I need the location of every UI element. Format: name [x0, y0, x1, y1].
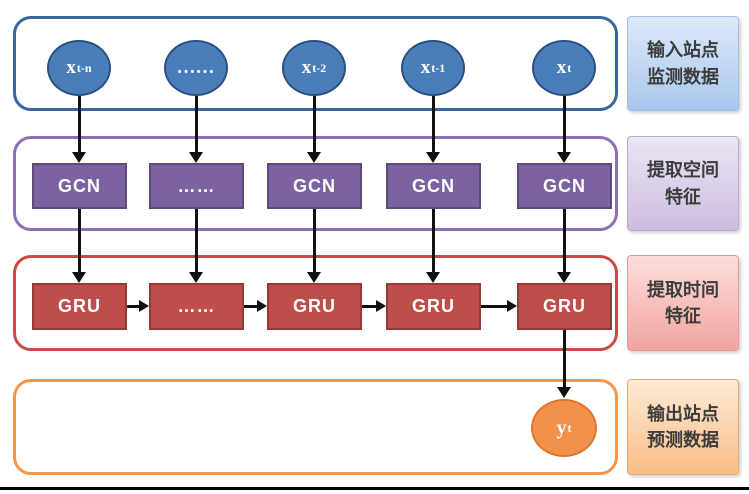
- arrow-right-icon: [362, 300, 386, 312]
- input-node-ellipsis: ……: [164, 40, 228, 96]
- side-label-line: 输出站点: [647, 403, 719, 424]
- gru-box-ellipsis: ……: [149, 283, 244, 330]
- node-label: x: [66, 57, 76, 78]
- gru-box-4: GRU: [386, 283, 481, 330]
- gcn-box-5: GCN: [517, 163, 612, 209]
- arrow-down-icon: [307, 96, 321, 163]
- arrow-down-icon: [557, 96, 571, 163]
- gru-box-5: GRU: [517, 283, 612, 330]
- arrow-down-icon: [189, 209, 203, 283]
- side-label-line: 监测数据: [647, 66, 719, 87]
- arrow-down-icon: [426, 209, 440, 283]
- node-label: ……: [176, 57, 215, 78]
- output-row-frame: [13, 379, 618, 475]
- side-label-output: 输出站点 预测数据: [627, 379, 739, 475]
- gcn-box-ellipsis: ……: [149, 163, 244, 209]
- arrow-right-icon: [481, 300, 517, 312]
- gru-box-3: GRU: [267, 283, 362, 330]
- arrow-down-icon: [189, 96, 203, 163]
- arrow-down-icon: [307, 209, 321, 283]
- side-label-line: 特征: [665, 306, 701, 326]
- arrow-right-icon: [127, 300, 149, 312]
- side-label-line: 输入站点: [647, 40, 719, 61]
- arrow-down-icon: [72, 209, 86, 283]
- gru-row-frame: [13, 255, 618, 351]
- side-label-input: 输入站点 监测数据: [627, 16, 739, 111]
- arrow-right-icon: [244, 300, 267, 312]
- arrow-down-icon: [426, 96, 440, 163]
- gru-box-1: GRU: [32, 283, 127, 330]
- node-label: x: [301, 57, 312, 78]
- node-label: x: [420, 57, 431, 78]
- arrow-down-icon: [72, 96, 86, 163]
- gcn-box-1: GCN: [32, 163, 127, 209]
- node-label: x: [556, 57, 567, 78]
- side-label-line: 预测数据: [647, 430, 719, 450]
- side-label-temporal: 提取时间 特征: [627, 255, 739, 351]
- gcn-box-4: GCN: [386, 163, 481, 209]
- side-label-line: 提取空间: [647, 160, 719, 181]
- side-label-line: 提取时间: [647, 279, 719, 300]
- side-label-line: 特征: [665, 186, 701, 207]
- gcn-box-3: GCN: [267, 163, 362, 209]
- gcn-row-frame: [13, 136, 618, 231]
- side-label-spatial: 提取空间 特征: [627, 136, 739, 231]
- bottom-divider: [0, 487, 749, 490]
- input-row-frame: [13, 16, 618, 111]
- arrow-down-icon: [557, 209, 571, 283]
- node-label: y: [556, 416, 567, 439]
- arrow-down-icon: [557, 330, 571, 398]
